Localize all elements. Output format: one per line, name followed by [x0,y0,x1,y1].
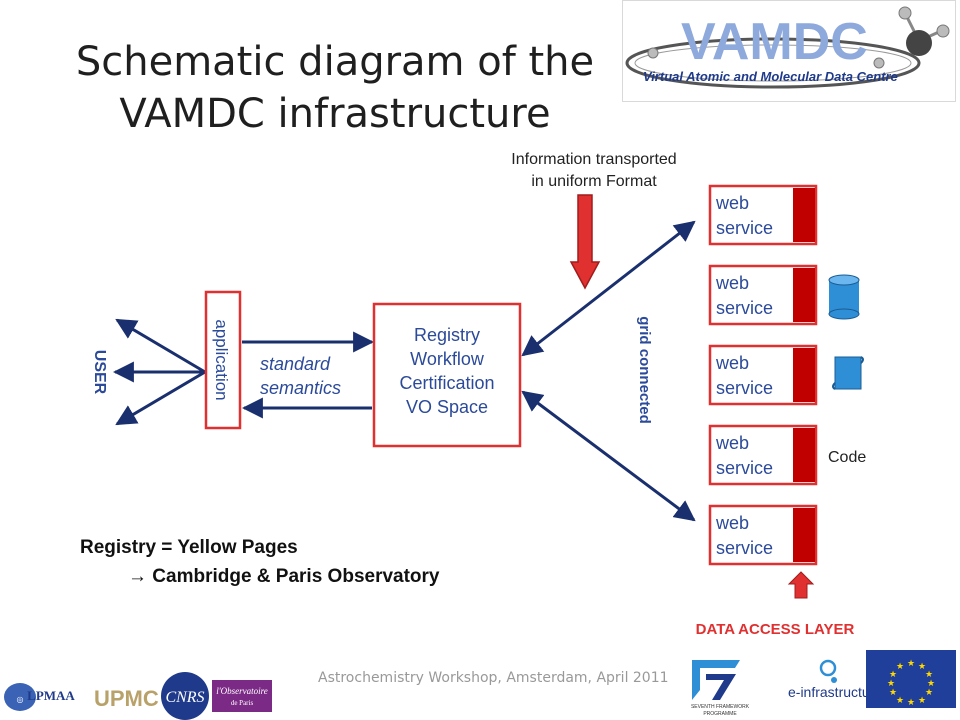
registry-line-2: Workflow [410,349,485,369]
svg-text:★: ★ [907,698,915,708]
svg-text:l'Observatoire: l'Observatoire [216,686,268,696]
footer-caption: Astrochemistry Workshop, Amsterdam, Apri… [318,670,669,686]
svg-text:service: service [716,458,773,478]
svg-text:e-infrastructure: e-infrastructure [788,684,882,700]
svg-text:service: service [716,538,773,558]
molecule-core-icon [906,30,932,56]
web-service-3: web service [708,344,818,406]
svg-text:SEVENTH FRAMEWORK: SEVENTH FRAMEWORK [691,704,750,710]
code-label: Code [828,449,866,466]
fp7-logo: SEVENTH FRAMEWORK PROGRAMME [691,660,750,717]
title-line-2: VAMDC infrastructure [119,91,551,137]
document-icon [832,356,864,390]
semantics-line-2: semantics [260,378,341,398]
registry-line-1: Registry [414,325,480,345]
svg-text:web: web [715,513,749,533]
web-service-2: web service [708,264,818,326]
svg-text:service: service [716,378,773,398]
vamdc-logo: VAMDC Virtual Atomic and Molecular Data … [622,0,956,102]
info-line-1: Information transported [511,151,676,168]
molecule-atom-icon [936,24,950,38]
molecule-atom-icon [873,57,885,69]
logo-subtitle: Virtual Atomic and Molecular Data Centre [643,69,898,84]
molecule-atom-icon [647,47,659,59]
application-box [204,290,242,430]
svg-text:★: ★ [907,659,915,669]
svg-text:web: web [715,353,749,373]
arrow-to-user-upper [115,318,206,374]
svg-text:★: ★ [889,688,897,698]
svg-text:CNRS: CNRS [165,689,204,706]
semantics-line-1: standard [260,354,331,374]
title-line-1: Schematic diagram of the [75,39,595,85]
info-line-2: in uniform Format [531,173,657,190]
svg-text:web: web [715,273,749,293]
note-registry: Registry = Yellow Pages [80,537,298,558]
arrow-to-user-lower [115,370,206,426]
svg-text:LPMAA: LPMAA [27,688,75,703]
svg-text:◎: ◎ [17,695,24,704]
web-service-1: web service [708,184,818,246]
grid-arrow-lower [521,390,696,522]
svg-text:★: ★ [896,696,904,706]
upmc-logo: UPMC [94,686,159,711]
registry-line-3: Certification [399,373,494,393]
svg-text:PROGRAMME: PROGRAMME [703,711,737,717]
svg-text:UPMC: UPMC [94,686,159,711]
svg-text:service: service [716,298,773,318]
application-label: application [212,319,231,400]
info-down-arrow-icon [569,194,601,290]
logo-name: VAMDC [681,13,868,71]
svg-text:★: ★ [925,688,933,698]
cnrs-logo: CNRS [161,672,209,720]
database-icon [828,274,860,320]
registry-line-4: VO Space [406,397,488,417]
eu-flag-icon: ★ ★ ★ ★ ★ ★ ★ ★ ★ ★ ★ ★ [866,650,956,708]
svg-text:★: ★ [925,670,933,680]
registry-box [372,302,522,448]
slide-title: Schematic diagram of the VAMDC infrastru… [40,36,630,140]
note-observatories: → Cambridge & Paris Observatory [128,566,440,587]
svg-text:web: web [715,433,749,453]
svg-text:web: web [715,193,749,213]
web-service-5: web service [708,504,818,566]
user-label: USER [91,350,108,395]
grid-arrow-upper [521,220,696,357]
svg-text:★: ★ [887,679,895,689]
e-infrastructure-logo: e-infrastructure [788,659,882,700]
web-service-4: web service [708,424,818,486]
svg-text:★: ★ [927,679,935,689]
svg-text:★: ★ [889,670,897,680]
data-access-label: DATA ACCESS LAYER [696,621,855,638]
svg-text:★: ★ [918,662,926,672]
data-access-up-arrow-icon [787,571,815,599]
svg-text:★: ★ [896,662,904,672]
lpmaa-logo: ◎ LPMAA [4,683,75,711]
grid-connected-label: grid connected [636,316,653,424]
molecule-atom-icon [898,6,912,20]
svg-text:de Paris: de Paris [231,699,254,707]
observatoire-logo: l'Observatoire de Paris [212,680,272,712]
svg-text:★: ★ [918,696,926,706]
svg-text:service: service [716,218,773,238]
